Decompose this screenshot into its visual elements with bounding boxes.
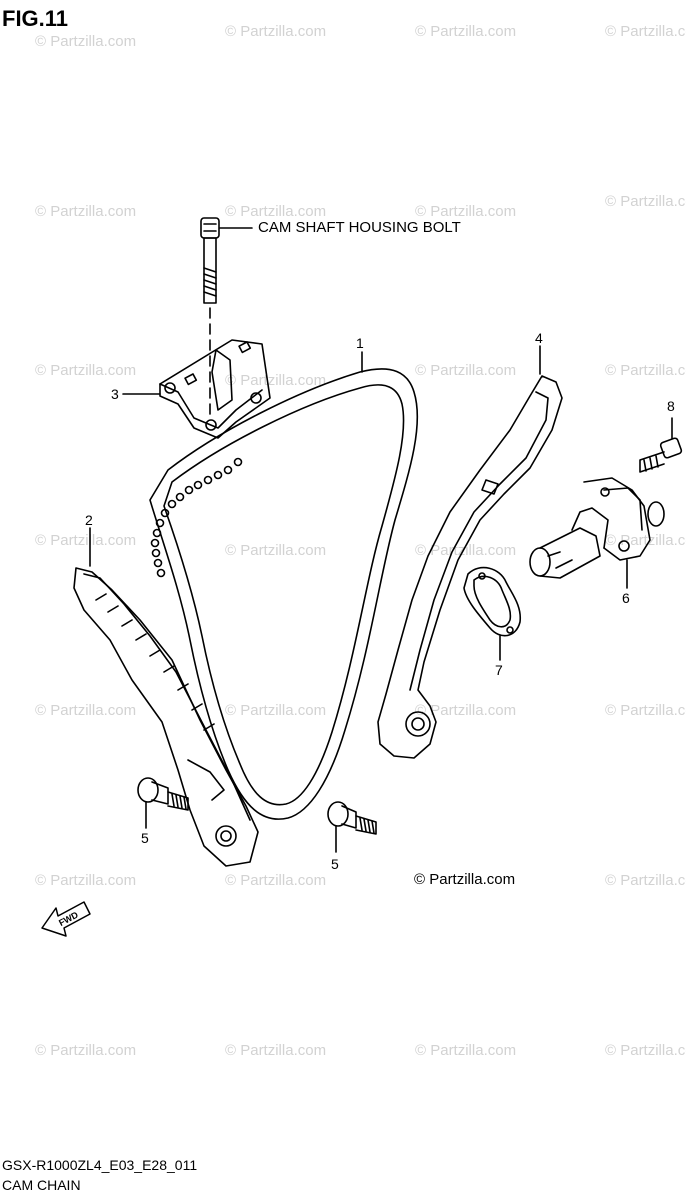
watermark: © Partzilla.com [225,1042,327,1059]
watermark: © Partzilla.com [35,203,137,220]
watermark: © Partzilla.com [225,872,327,889]
part-number-1: 1 [356,335,364,351]
watermark: © Partzilla.com [35,872,137,889]
copyright-notice: © Partzilla.com [414,871,516,888]
part-number-7: 7 [495,662,503,678]
chain-links [150,457,243,578]
part-number-2: 2 [85,512,93,528]
part-5-bolt-right[interactable] [327,801,377,835]
part-8-bolt[interactable] [639,437,683,473]
watermark: © Partzilla.com [605,193,686,210]
watermark: © Partzilla.com [415,1042,517,1059]
watermark: © Partzilla.com [605,872,686,889]
part-2-chain-guide[interactable] [73,567,259,867]
watermark: © Partzilla.com [35,1042,137,1059]
watermark: © Partzilla.com [225,203,327,220]
part-7-gasket[interactable] [463,566,522,637]
part-number-8: 8 [667,398,675,414]
part-number-3: 3 [111,386,119,402]
part-5-bolt-left[interactable] [137,777,189,811]
watermark: © Partzilla.com [225,542,327,559]
part-3-bracket[interactable] [159,339,271,439]
watermark: © Partzilla.com [35,362,137,379]
watermark: © Partzilla.com [225,372,327,389]
figure-title: FIG.11 [2,6,69,31]
part-number-4: 4 [535,330,543,346]
cam-shaft-housing-bolt[interactable] [200,217,220,421]
part-4-tensioner-guide[interactable] [377,375,563,759]
watermark: © Partzilla.com [415,542,517,559]
watermark: © Partzilla.com [605,532,686,549]
watermark: © Partzilla.com [605,23,686,40]
watermark: © Partzilla.com [415,702,517,719]
callout-cam-shaft-housing-bolt: CAM SHAFT HOUSING BOLT [258,219,461,236]
part-number-6: 6 [622,590,630,606]
footer-section-title: CAM CHAIN [2,1177,81,1193]
watermark: © Partzilla.com [35,33,137,50]
fwd-arrow-icon: FWD [41,901,91,937]
part-number-5-right: 5 [331,856,339,872]
part-number-5-left: 5 [141,830,149,846]
watermark: © Partzilla.com [415,23,517,40]
watermark: © Partzilla.com [415,362,517,379]
watermark: © Partzilla.com [225,702,327,719]
watermark: © Partzilla.com [605,702,686,719]
watermark: © Partzilla.com [605,1042,686,1059]
watermark: © Partzilla.com [35,532,137,549]
watermark: © Partzilla.com [605,362,686,379]
watermark: © Partzilla.com [35,702,137,719]
footer-model-code: GSX-R1000ZL4_E03_E28_011 [2,1157,198,1173]
part-1-cam-chain[interactable] [149,368,419,820]
watermark: © Partzilla.com [225,23,327,40]
watermark: © Partzilla.com [415,203,517,220]
part-6-tensioner[interactable] [529,477,665,579]
